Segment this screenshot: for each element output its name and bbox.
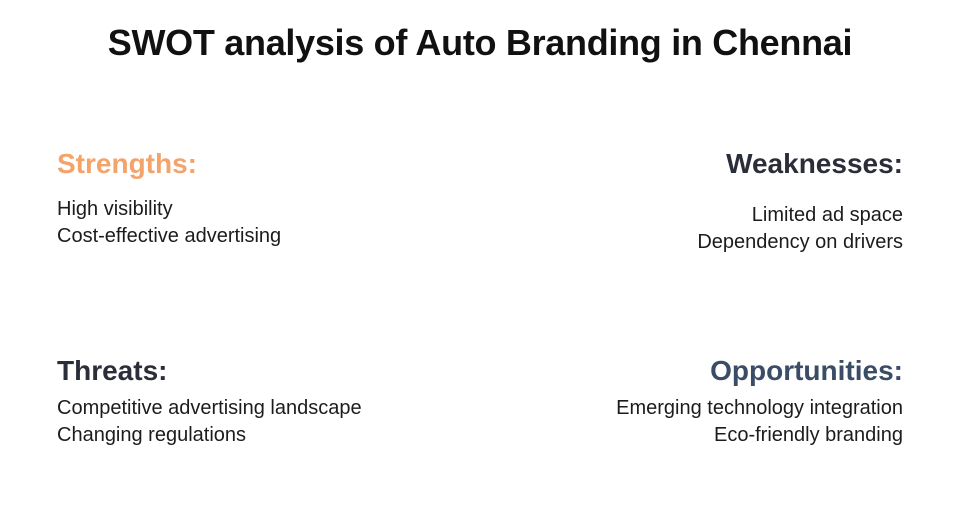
weaknesses-section: Weaknesses: Limited ad space Dependency …: [697, 148, 903, 256]
opportunities-section: Opportunities: Emerging technology integ…: [616, 355, 903, 449]
opportunities-list: Emerging technology integration Eco-frie…: [616, 395, 903, 449]
page-title: SWOT analysis of Auto Branding in Chenna…: [107, 22, 853, 63]
weaknesses-list: Limited ad space Dependency on drivers: [697, 202, 903, 256]
opportunities-heading: Opportunities:: [710, 355, 903, 386]
list-item: Changing regulations: [57, 424, 247, 446]
list-item: Cost-effective advertising: [57, 225, 282, 247]
threats-section: Threats: Competitive advertising landsca…: [57, 355, 362, 449]
list-item: Limited ad space: [751, 204, 903, 226]
weaknesses-heading: Weaknesses:: [726, 148, 903, 179]
list-item: High visibility: [57, 198, 173, 220]
strengths-heading: Strengths:: [57, 148, 197, 179]
list-item: Dependency on drivers: [697, 231, 903, 253]
threats-list: Competitive advertising landscape Changi…: [57, 395, 362, 449]
strengths-list: High visibility Cost-effective advertisi…: [57, 196, 281, 250]
list-item: Eco-friendly branding: [714, 424, 903, 446]
list-item: Emerging technology integration: [616, 397, 903, 419]
list-item: Competitive advertising landscape: [57, 397, 362, 419]
threats-heading: Threats:: [57, 355, 168, 386]
strengths-section: Strengths: High visibility Cost-effectiv…: [57, 148, 281, 250]
